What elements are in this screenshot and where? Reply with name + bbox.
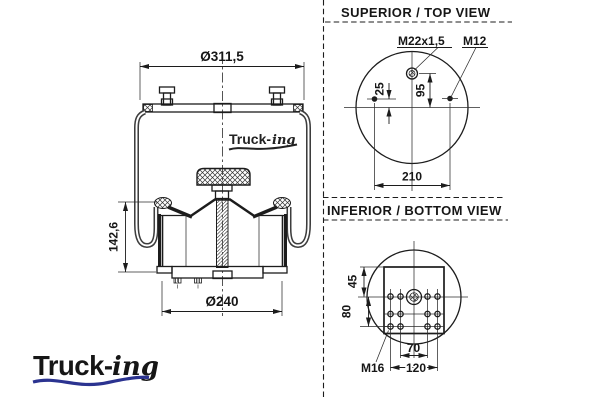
bead-clamp-right — [293, 104, 303, 112]
plate-center-boss — [213, 102, 232, 114]
base-plate — [156, 265, 288, 291]
dim-25-label: 25 — [373, 82, 387, 96]
top-stud-right — [268, 86, 286, 106]
dim-stud-span: 210 — [374, 103, 451, 190]
watermark-logo-script: ing — [272, 133, 295, 148]
main-sectional-view: Ø311,5 — [107, 49, 311, 316]
stud-thread-end — [212, 270, 233, 280]
center-fitting-marker — [405, 288, 423, 306]
label-thread-side: M12 — [451, 34, 488, 97]
bead-roll-right — [273, 197, 291, 209]
dim-top-diameter-label: Ø311,5 — [200, 49, 244, 64]
top-stud-left — [158, 86, 176, 106]
m12-label: M12 — [463, 34, 487, 48]
m16-label: M16 — [361, 361, 385, 375]
bump-stop — [196, 167, 251, 200]
dim-bottom-diameter: Ø240 — [161, 281, 283, 316]
center-stud — [216, 198, 229, 268]
dim-plate-top-offset: 45 — [346, 266, 384, 297]
dim-45-label: 45 — [346, 275, 360, 289]
dim-top-diameter: Ø311,5 — [139, 49, 305, 100]
dim-height: 142,6 — [107, 201, 157, 273]
brand-logo: Truck- ing — [32, 350, 159, 387]
bead-roll-left — [154, 197, 172, 209]
bottom-view: INFERIOR / BOTTOM VIEW — [323, 196, 508, 377]
dim-fitting-offset: 95 — [414, 73, 433, 108]
brand-logo-bold: Truck- — [33, 350, 113, 381]
dim-height-label: 142,6 — [107, 222, 121, 252]
dim-row-span: 80 — [340, 296, 390, 327]
dim-210-label: 210 — [402, 170, 422, 184]
watermark-logo: Truck- ing — [228, 131, 298, 151]
air-fitting-marker — [405, 67, 419, 80]
watermark-logo-bold: Truck- — [229, 131, 271, 147]
bottom-plate-outline — [383, 266, 445, 335]
dim-outer-span: 120 — [390, 333, 438, 377]
dim-bottom-diameter-label: Ø240 — [205, 294, 238, 309]
watermark-swoosh — [228, 143, 298, 151]
top-plate — [142, 102, 304, 114]
dim-80-label: 80 — [340, 305, 354, 319]
dim-120-label: 120 — [406, 361, 426, 375]
top-view: SUPERIOR / TOP VIEW 25 95 210 — [325, 5, 512, 191]
brand-logo-swoosh — [32, 375, 150, 387]
dim-95-label: 95 — [414, 84, 428, 98]
dim-70-label: 70 — [407, 341, 421, 355]
bellows — [134, 109, 311, 249]
dim-inner-span: 70 — [400, 333, 428, 359]
bead-clamp-left — [143, 104, 153, 112]
top-view-header: SUPERIOR / TOP VIEW — [341, 5, 491, 20]
label-thread-bolts: M16 — [361, 330, 389, 375]
bolt-holes — [387, 293, 441, 330]
label-thread-center: M22x1,5 — [397, 34, 452, 71]
m22-label: M22x1,5 — [398, 34, 445, 48]
bottom-view-header: INFERIOR / BOTTOM VIEW — [327, 203, 502, 218]
dim-stud-offset: 25 — [373, 82, 392, 124]
